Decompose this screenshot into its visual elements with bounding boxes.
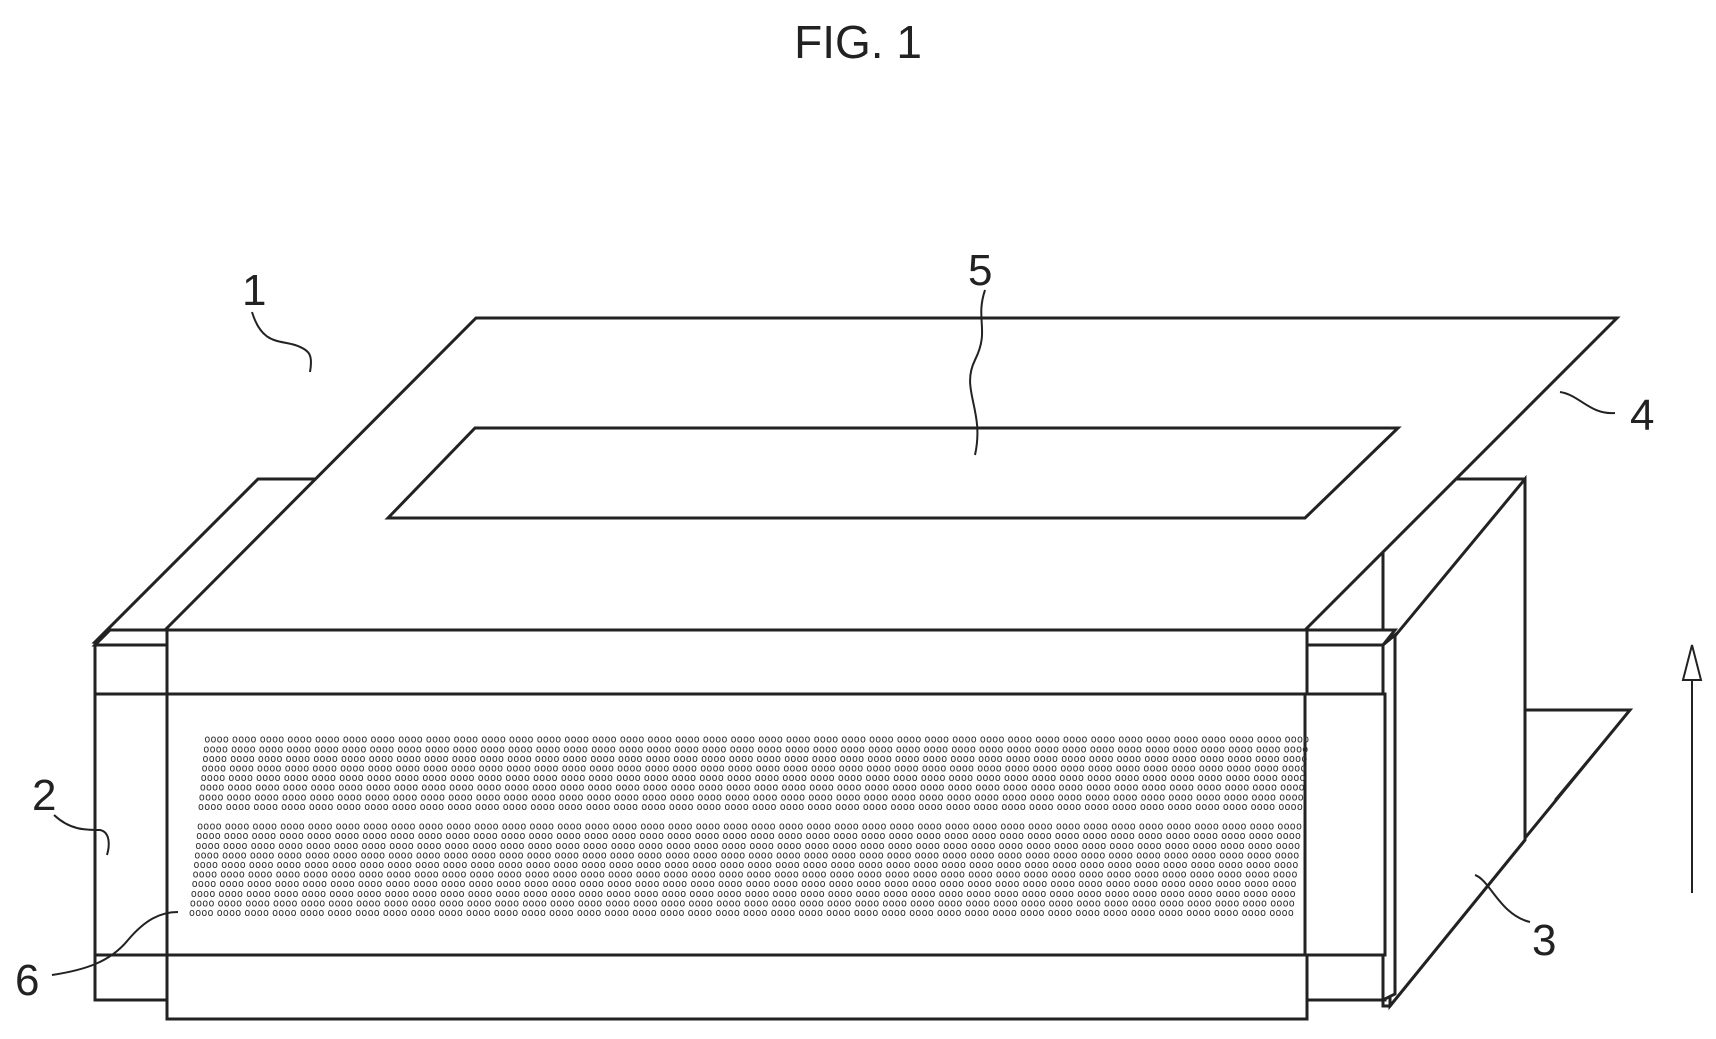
coil-turn: oooo bbox=[1084, 800, 1109, 813]
right-end-plate bbox=[1383, 479, 1630, 1006]
coil-turn: oooo bbox=[198, 800, 223, 813]
coil-turn: oooo bbox=[558, 800, 583, 813]
coil-turn: oooo bbox=[327, 906, 352, 919]
coil-turn: oooo bbox=[974, 800, 999, 813]
coil-turn: oooo bbox=[466, 906, 491, 919]
coil-turn: oooo bbox=[1029, 800, 1054, 813]
coil-turn: oooo bbox=[807, 800, 832, 813]
coil-turn: oooo bbox=[1158, 906, 1183, 919]
coil-turn: oooo bbox=[826, 906, 851, 919]
coil-turn: oooo bbox=[336, 800, 361, 813]
coil-turn: oooo bbox=[1112, 800, 1137, 813]
coil-turn: oooo bbox=[521, 906, 546, 919]
ref-label-5: 5 bbox=[968, 246, 992, 295]
coil-turn: oooo bbox=[1269, 906, 1294, 919]
coil-turn: oooo bbox=[355, 906, 380, 919]
coil-turn: oooo bbox=[1242, 906, 1267, 919]
coil-turn: oooo bbox=[1140, 800, 1165, 813]
coil-turn: oooo bbox=[798, 906, 823, 919]
coil-turn: oooo bbox=[217, 906, 242, 919]
coil-turn: oooo bbox=[1057, 800, 1082, 813]
coil-turn: oooo bbox=[447, 800, 472, 813]
coil-turn: oooo bbox=[530, 800, 555, 813]
coil-turn: oooo bbox=[244, 906, 269, 919]
coil-turn: oooo bbox=[392, 800, 417, 813]
ref-label-2: 2 bbox=[32, 771, 56, 820]
coil-turn: oooo bbox=[715, 906, 740, 919]
coil-turn: oooo bbox=[577, 906, 602, 919]
coil-turn: oooo bbox=[890, 800, 915, 813]
coil-windings: oooooooooooooooooooooooooooooooooooooooo… bbox=[189, 733, 1309, 919]
coil-turn: oooo bbox=[1167, 800, 1192, 813]
coil-turn: oooo bbox=[383, 906, 408, 919]
coil-turn: oooo bbox=[937, 906, 962, 919]
figure-title: FIG. 1 bbox=[794, 16, 922, 68]
leader-line-1 bbox=[252, 312, 311, 372]
coil-turn: oooo bbox=[835, 800, 860, 813]
coil-turn: oooo bbox=[771, 906, 796, 919]
coil-turn: oooo bbox=[965, 906, 990, 919]
coil-turn: oooo bbox=[641, 800, 666, 813]
coil-turn: oooo bbox=[854, 906, 879, 919]
coil-turn: oooo bbox=[1048, 906, 1073, 919]
coil-turn: oooo bbox=[226, 800, 251, 813]
coil-turn: oooo bbox=[438, 906, 463, 919]
coil-turn: oooo bbox=[918, 800, 943, 813]
coil-turn: oooo bbox=[1251, 800, 1276, 813]
ref-label-4: 4 bbox=[1630, 391, 1654, 440]
coil-turn: oooo bbox=[1131, 906, 1156, 919]
up-arrow-icon bbox=[1683, 645, 1701, 893]
ref-label-3: 3 bbox=[1532, 916, 1556, 965]
coil-turn: oooo bbox=[281, 800, 306, 813]
coil-turn: oooo bbox=[1186, 906, 1211, 919]
coil-turn: oooo bbox=[309, 800, 334, 813]
coil-turn: oooo bbox=[549, 906, 574, 919]
leader-line-4 bbox=[1560, 392, 1615, 413]
coil-turn: oooo bbox=[604, 906, 629, 919]
coil-turn: oooo bbox=[1001, 800, 1026, 813]
coil-turn: oooo bbox=[1020, 906, 1045, 919]
upper-rail bbox=[167, 630, 1307, 694]
coil-turn: oooo bbox=[1278, 800, 1303, 813]
coil-turn: oooo bbox=[364, 800, 389, 813]
ref-label-1: 1 bbox=[242, 266, 266, 315]
coil-turn: oooo bbox=[1223, 800, 1248, 813]
coil-turn: oooo bbox=[688, 906, 713, 919]
coil-turn: oooo bbox=[909, 906, 934, 919]
coil-turn: oooo bbox=[669, 800, 694, 813]
coil-turn: oooo bbox=[613, 800, 638, 813]
coil-turn: oooo bbox=[632, 906, 657, 919]
coil-turn: oooo bbox=[863, 800, 888, 813]
coil-turn: oooo bbox=[1214, 906, 1239, 919]
ref-label-6: 6 bbox=[15, 956, 39, 1005]
coil-turn: oooo bbox=[420, 800, 445, 813]
leader-line-3 bbox=[1475, 875, 1530, 922]
lower-rail bbox=[167, 955, 1307, 1019]
coil-turn: oooo bbox=[494, 906, 519, 919]
coil-turn: oooo bbox=[1075, 906, 1100, 919]
coil-turn: oooo bbox=[253, 800, 278, 813]
opening bbox=[388, 428, 1398, 518]
coil-turn: oooo bbox=[697, 800, 722, 813]
coil-turn: oooo bbox=[752, 800, 777, 813]
coil-turn: oooo bbox=[946, 800, 971, 813]
coil-turn: oooo bbox=[780, 800, 805, 813]
coil-turn: oooo bbox=[300, 906, 325, 919]
coil-turn: oooo bbox=[272, 906, 297, 919]
coil-turn: oooo bbox=[743, 906, 768, 919]
coil-turn: oooo bbox=[586, 800, 611, 813]
coil-turn: oooo bbox=[1195, 800, 1220, 813]
coil-turn: oooo bbox=[475, 800, 500, 813]
coil-turn: oooo bbox=[411, 906, 436, 919]
coil-turn: oooo bbox=[724, 800, 749, 813]
coil-turn: oooo bbox=[660, 906, 685, 919]
coil-turn: oooo bbox=[189, 906, 214, 919]
coil-turn: oooo bbox=[1103, 906, 1128, 919]
coil-turn: oooo bbox=[503, 800, 528, 813]
coil-turn: oooo bbox=[881, 906, 906, 919]
coil-turn: oooo bbox=[992, 906, 1017, 919]
